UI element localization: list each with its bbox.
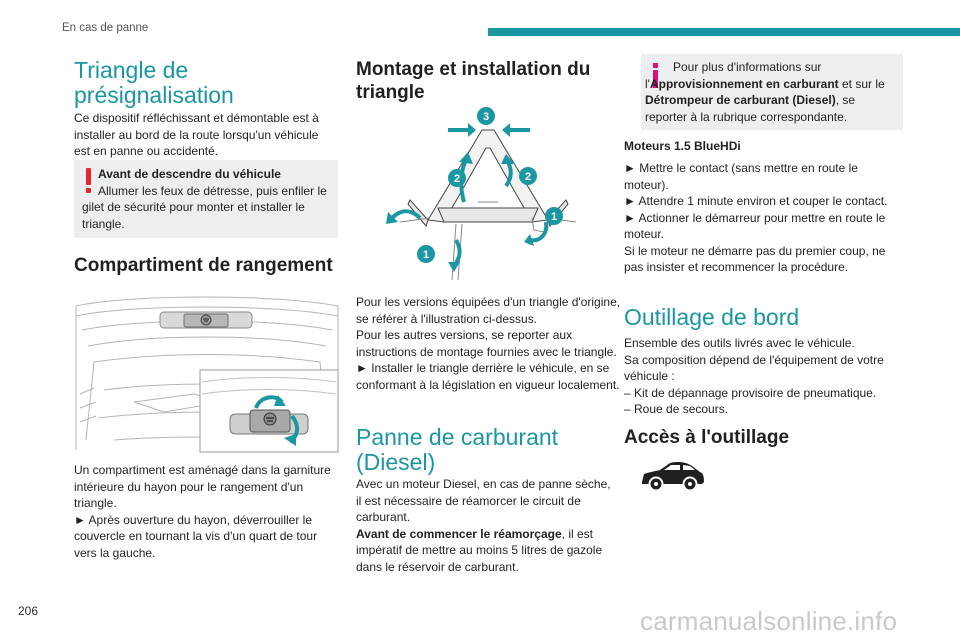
info-box: Pour plus d'informations sur l'Approvisi… [641,54,903,130]
mount-text: Pour les versions équipées d'un triangle… [356,294,622,393]
warning-title: Avant de descendre du véhicule [98,167,281,181]
access-heading: Accès à l'outillage [624,427,790,448]
warning-icon [86,168,92,194]
storage-text: Un compartiment est aménagé dans la garn… [74,462,340,561]
engine-step-3: ► Actionner le démarreur pour mettre en … [624,210,886,242]
engine-step-1: ► Mettre le contact (sans mettre en rout… [624,161,858,192]
tools-heading: Outillage de bord [624,304,800,330]
fuel-warning-rest: , il est impératif de mettre au moins 5 … [356,526,603,574]
fuel-heading: Panne de carburant (Diesel) [356,424,559,475]
running-header: En cas de panne [62,22,149,34]
triangle-mounting-diagram: 3 2 2 1 1 [386,107,577,281]
mount-line-1: Pour les versions équipées d'un triangle… [356,295,621,326]
triangle-description: Ce dispositif réfléchissant et démontabl… [74,111,319,158]
info-text-3: , se reporter à la rubrique correspondan… [645,93,856,124]
info-text-2: et sur le [838,76,885,91]
fuel-warning-bold: Avant de commencer le réamorçage [356,526,562,541]
watermark: carmanualsonline.info [640,606,898,636]
step-label-2a: 2 [454,173,460,185]
info-icon [653,63,659,88]
engine-steps: ► Mettre le contact (sans mettre en rout… [624,160,900,276]
fuel-warning: Avant de commencer le réamorçage, il est… [356,526,618,576]
step-label-1b: 1 [423,249,429,261]
storage-line-1: Un compartiment est aménagé dans la garn… [74,463,331,510]
fuel-intro: Avec un moteur Diesel, en cas de panne s… [356,477,611,524]
page-number: 206 [18,604,39,618]
storage-heading: Compartiment de rangement [74,255,333,276]
storage-line-2: ► Après ouverture du hayon, déverrouille… [74,512,318,560]
engine-note: Si le moteur ne démarre pas du premier c… [624,243,886,275]
car-icon [642,462,704,492]
engine-heading: Moteurs 1.5 BlueHDi [624,139,741,153]
tools-line-3: – Kit de dépannage provisoire de pneumat… [624,385,877,400]
warning-body: Allumer les feux de détresse, puis enfil… [82,183,327,231]
tools-line-4: – Roue de secours. [624,402,729,416]
triangle-heading: Triangle de présignalisation [74,57,234,108]
info-link-misfuel: Détrompeur de carburant (Diesel) [645,93,836,107]
info-text-1: Pour plus d'informations sur l' [645,60,822,91]
storage-compartment-illustration [75,296,339,453]
engine-step-2: ► Attendre 1 minute environ et couper le… [624,194,888,208]
tools-text: Ensemble des outils livrés avec le véhic… [624,335,904,418]
mount-heading: Montage et installation du triangle [356,59,591,103]
tools-line-2: Sa composition dépend de l'équipement de… [624,352,884,384]
info-link-refuelling: Approvisionnement en carburant [649,76,839,91]
warning-box: Avant de descendre du véhicule Allumer l… [74,160,338,238]
step-label-1a: 1 [551,211,557,223]
step-label-3: 3 [483,111,489,123]
mount-line-3: ► Installer le triangle derrière le véhi… [356,361,620,392]
fuel-text: Avec un moteur Diesel, en cas de panne s… [356,476,618,575]
header-accent-bar [488,28,960,36]
tools-line-1: Ensemble des outils livrés avec le véhic… [624,336,855,350]
info-text: Pour plus d'informations sur l'Approvisi… [645,59,897,125]
warning-text: Avant de descendre du véhicule Allumer l… [82,166,332,232]
mount-line-2: Pour les autres versions, se reporter au… [356,328,617,359]
step-label-2b: 2 [525,171,531,183]
